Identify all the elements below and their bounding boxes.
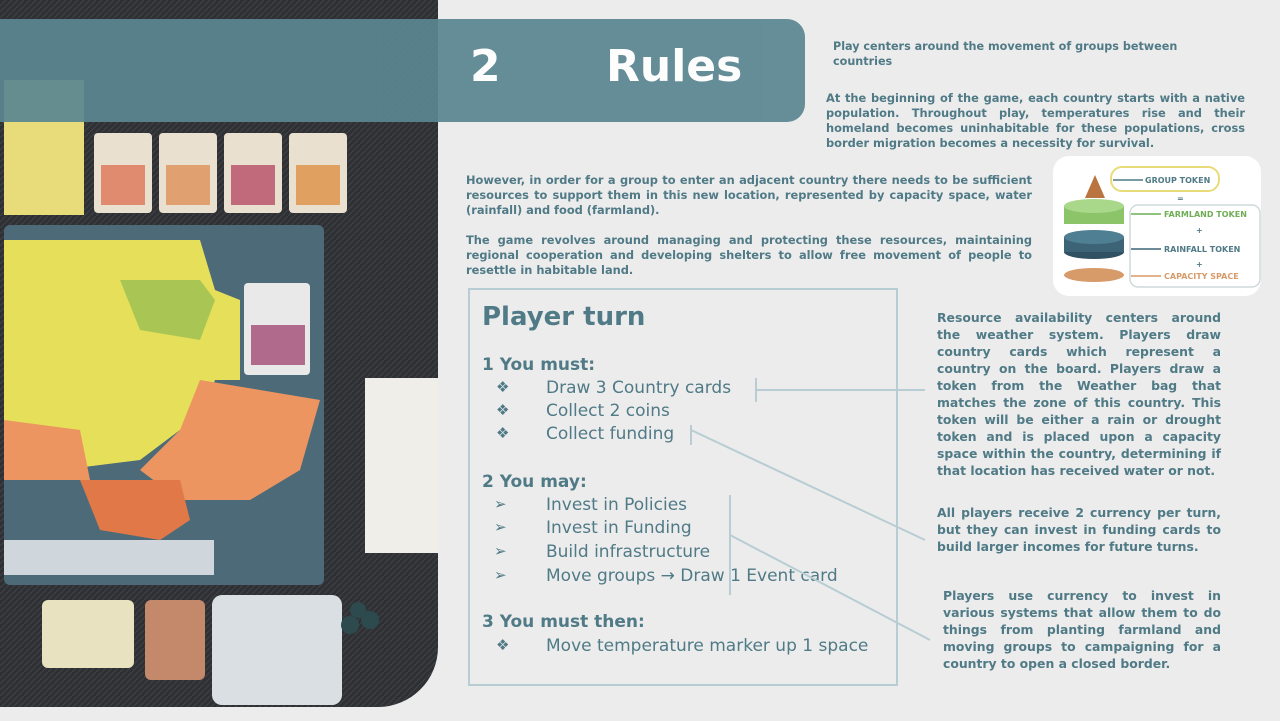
bullet-diamond: ❖ [496,424,510,442]
bullet-diamond: ❖ [496,378,510,396]
resource-note: Resource availability centers around the… [937,310,1221,478]
then-item: Move temperature marker up 1 space [546,636,869,656]
capacity-space-label: CAPACITY SPACE [1164,272,1239,281]
management-paragraph: The game revolves around managing and pr… [466,233,1032,277]
farmland-token-label: FARMLAND TOKEN [1164,210,1247,219]
bullet-diamond: ❖ [496,401,510,419]
intro-paragraph: At the beginning of the game, each count… [826,91,1245,150]
invest-note: Players use currency to invest in variou… [943,588,1221,671]
token-stack-illustration [1064,166,1261,288]
must-item: Collect funding [546,424,675,444]
resources-paragraph: However, in order for a group to enter a… [466,173,1032,217]
section-number: 2 [470,41,501,92]
bullet-diamond: ❖ [496,636,510,654]
group-token-label: GROUP TOKEN [1145,176,1211,185]
may-item: Build infrastructure [546,542,711,562]
may-item: Invest in Funding [546,518,692,538]
header-bar: 2 Rules [0,19,805,122]
must-item: Draw 3 Country cards [546,378,732,398]
equals-sign: = [1177,194,1184,203]
bullet-arrow: ➢ [494,518,507,536]
may-item: Invest in Policies [546,495,688,515]
bullet-arrow: ➢ [494,542,507,560]
token-legend: GROUP TOKEN = FARMLAND TOKEN + RAINFALL … [1053,156,1261,296]
rainfall-token-label: RAINFALL TOKEN [1164,245,1241,254]
page-title: Rules [606,41,743,92]
plus-sign-1: + [1196,226,1203,235]
may-heading: 2 You may: [482,472,587,492]
intro-line: Play centers around the movement of grou… [833,40,1178,68]
bullet-arrow: ➢ [494,495,507,513]
must-heading: 1 You must: [482,355,596,375]
player-turn-box [468,288,898,686]
bullet-arrow: ➢ [494,566,507,584]
then-heading: 3 You must then: [482,612,645,632]
player-turn-title: Player turn [482,302,646,332]
plus-sign-2: + [1196,260,1203,269]
currency-note: All players receive 2 currency per turn,… [937,505,1221,554]
must-item: Collect 2 coins [546,401,670,421]
may-item: Move groups → Draw 1 Event card [546,566,838,586]
